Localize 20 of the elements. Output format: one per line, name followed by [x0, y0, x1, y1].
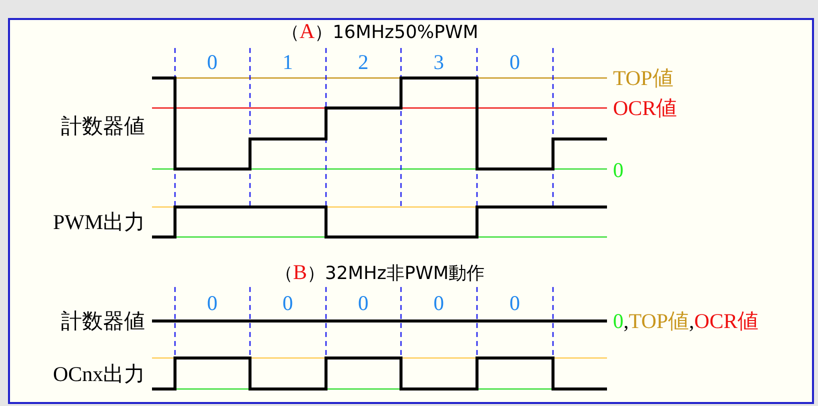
- signal-name: 計数器値: [61, 309, 145, 333]
- level-label: 0: [613, 158, 624, 182]
- count-value: 0: [358, 291, 368, 315]
- count-value: 0: [207, 50, 218, 74]
- level-label: 0,TOP値,OCR値: [613, 309, 758, 333]
- count-value: 0: [510, 50, 520, 74]
- count-value: 0: [510, 291, 520, 315]
- count-value: 0: [207, 291, 218, 315]
- count-value: 2: [358, 50, 368, 74]
- section-title: （B）32MHz非PWM動作: [275, 260, 485, 286]
- count-value: 0: [282, 291, 293, 315]
- signal-name: 計数器値: [61, 114, 145, 138]
- count-value: 1: [282, 50, 293, 74]
- signal-name: OCnx出力: [53, 362, 146, 386]
- signal-name: PWM出力: [53, 210, 146, 234]
- level-label: OCR値: [613, 96, 678, 120]
- level-label: TOP値: [613, 66, 674, 90]
- count-value: 0: [434, 291, 444, 315]
- section-title: （A）16MHz50%PWM: [282, 19, 478, 45]
- count-value: 3: [434, 50, 444, 74]
